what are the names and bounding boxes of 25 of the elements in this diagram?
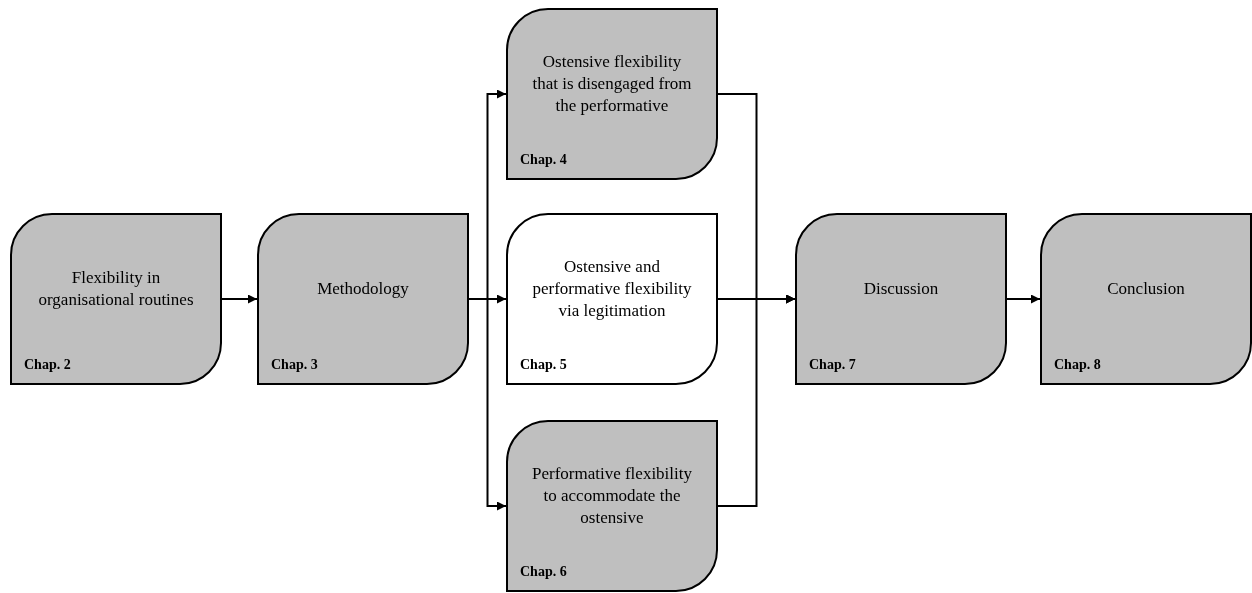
arrow xyxy=(221,294,258,304)
box-title: Ostensive flexibility that is disengaged from the performative xyxy=(531,50,693,118)
box-title: Conclusion xyxy=(1107,277,1185,300)
process-box xyxy=(506,8,718,180)
chapter-label: Chap. 5 xyxy=(520,357,567,372)
chapter-label: Chap. 7 xyxy=(809,357,856,372)
box-title: Ostensive and performative flexibility via legitimation xyxy=(531,255,693,323)
chapter-label: Chap. 2 xyxy=(24,357,71,372)
process-box xyxy=(1040,213,1252,385)
box-title: Discussion xyxy=(863,277,939,300)
process-box xyxy=(506,420,718,592)
box-title: Flexibility in organisational routines xyxy=(37,266,195,311)
chapter-label: Chap. 8 xyxy=(1054,357,1101,372)
arrow xyxy=(717,294,796,507)
process-box xyxy=(795,213,1007,385)
process-box xyxy=(10,213,222,385)
process-box xyxy=(506,213,718,385)
box-title: Performative flexibility to accommodate the ostensive xyxy=(530,462,693,530)
arrow xyxy=(1006,294,1041,304)
chapter-label: Chap. 4 xyxy=(520,152,567,167)
box-title: Methodology xyxy=(317,277,409,300)
arrow xyxy=(468,298,507,511)
chapter-label: Chap. 6 xyxy=(520,564,567,579)
chapter-label: Chap. 3 xyxy=(271,357,318,372)
process-box xyxy=(257,213,469,385)
